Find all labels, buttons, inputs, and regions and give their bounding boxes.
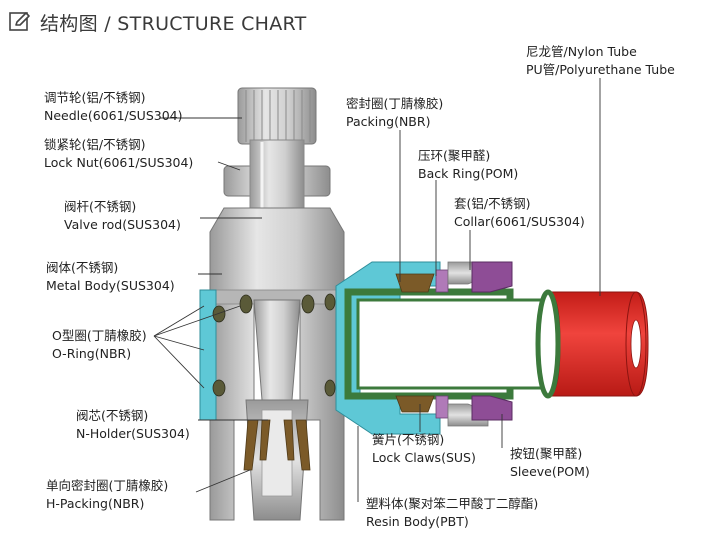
label-h-packing-en: H-Packing(NBR) xyxy=(46,496,144,511)
label-needle-en: Needle(6061/SUS304) xyxy=(44,108,182,123)
label-lock-nut-en: Lock Nut(6061/SUS304) xyxy=(44,155,193,170)
label-metal-body-cn: 阀体(不锈钢) xyxy=(46,260,118,275)
label-sleeve-en: Sleeve(POM) xyxy=(510,464,590,479)
edit-icon xyxy=(9,12,30,31)
header: 结构图 / STRUCTURE CHART xyxy=(8,8,307,36)
label-back-ring-cn: 压环(聚甲醛) xyxy=(418,148,490,163)
label-lock-claws-en: Lock Claws(SUS) xyxy=(372,450,476,465)
lock-claws xyxy=(395,273,435,413)
leader-lines xyxy=(153,78,601,502)
label-o-ring-en: O-Ring(NBR) xyxy=(52,346,131,361)
label-n-holder-en: N-Holder(SUS304) xyxy=(76,426,190,441)
label-nylon-tube: 尼龙管/Nylon Tube xyxy=(526,44,637,59)
label-metal-body-en: Metal Body(SUS304) xyxy=(46,278,175,293)
label-needle-cn: 调节轮(铝/不锈钢) xyxy=(44,90,145,105)
label-o-ring-cn: O型圈(丁腈橡胶) xyxy=(52,328,147,343)
label-n-holder-cn: 阀芯(不锈钢) xyxy=(76,408,148,423)
label-packing-en: Packing(NBR) xyxy=(346,114,430,129)
needle-knob xyxy=(237,87,317,145)
label-valve-rod-en: Valve rod(SUS304) xyxy=(64,217,181,232)
body-o-rings xyxy=(212,305,226,397)
label-lock-claws-cn: 簧片(不锈钢) xyxy=(372,432,444,447)
label-collar-en: Collar(6061/SUS304) xyxy=(454,214,585,229)
title-separator: / xyxy=(104,12,111,35)
label-packing-cn: 密封圈(丁腈橡胶) xyxy=(346,96,443,111)
label-sleeve-cn: 按钮(聚甲醛) xyxy=(510,446,582,461)
tube-bore xyxy=(356,298,554,390)
h-packing xyxy=(243,419,311,471)
label-resin-body-en: Resin Body(PBT) xyxy=(366,514,469,529)
rod-o-rings xyxy=(239,293,336,397)
label-back-ring-en: Back Ring(POM) xyxy=(418,166,518,181)
label-h-packing-cn: 单向密封圈(丁腈橡胶) xyxy=(46,478,168,493)
label-collar-cn: 套(铝/不锈钢) xyxy=(454,196,530,211)
labels: 调节轮(铝/不锈钢) Needle(6061/SUS304) 锁紧轮(铝/不锈钢… xyxy=(44,44,675,529)
title-cn: 结构图 xyxy=(40,12,98,35)
label-valve-rod-cn: 阀杆(不锈钢) xyxy=(64,199,136,214)
label-lock-nut-cn: 锁紧轮(铝/不锈钢) xyxy=(44,137,145,152)
page-title: 结构图 / STRUCTURE CHART xyxy=(40,9,307,36)
back-ring xyxy=(435,269,449,419)
label-resin-body-cn: 塑料体(聚对笨二甲酸丁二醇酯) xyxy=(366,496,538,511)
sleeve xyxy=(471,261,513,421)
nylon-tube xyxy=(535,289,649,399)
label-pu-tube: PU管/Polyurethane Tube xyxy=(526,62,675,77)
title-en: STRUCTURE CHART xyxy=(117,12,307,35)
n-holder xyxy=(245,299,309,521)
packing-seal xyxy=(344,288,514,400)
